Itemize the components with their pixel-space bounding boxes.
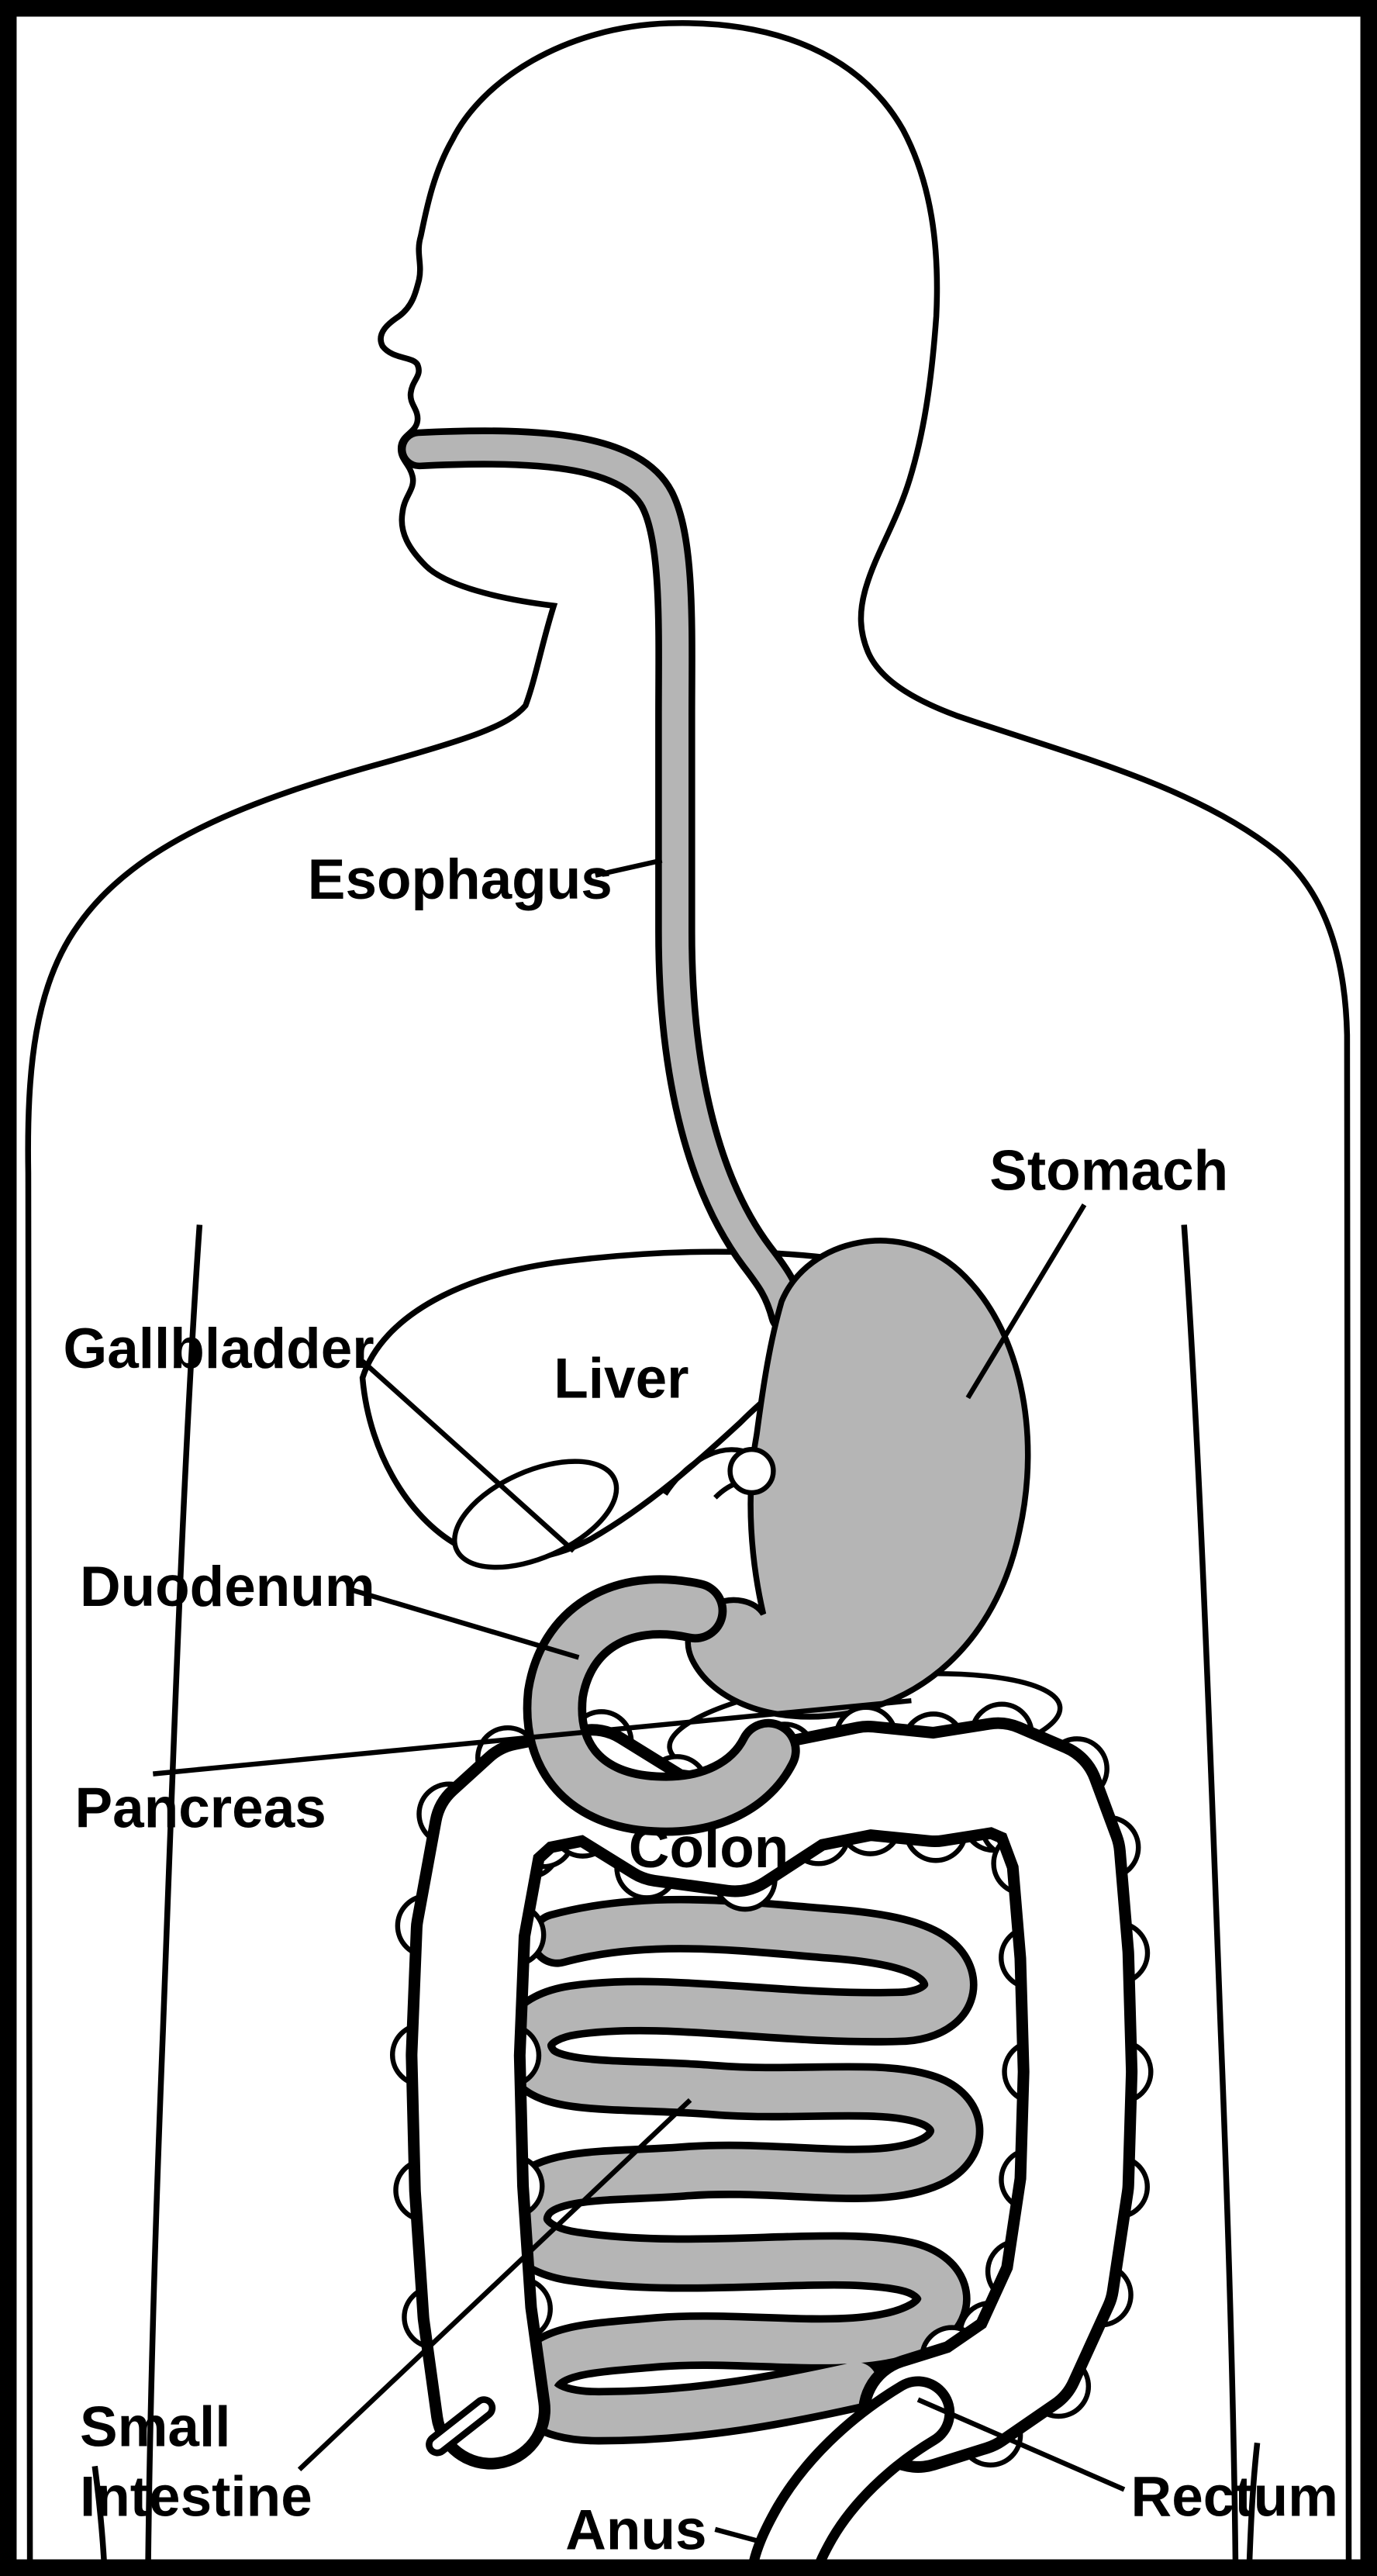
label-esophagus: Esophagus bbox=[308, 848, 613, 911]
label-small-intestine-line1: Small bbox=[80, 2396, 231, 2459]
right-arm-line bbox=[1181, 1224, 1239, 2576]
label-pancreas: Pancreas bbox=[75, 1777, 326, 1839]
label-gallbladder: Gallbladder bbox=[64, 1317, 374, 1380]
leader-line-stomach bbox=[965, 1203, 1087, 1400]
leader-line-small-intestine bbox=[297, 2098, 692, 2471]
colon-fill bbox=[417, 1728, 1127, 2461]
small-intestine-fill bbox=[502, 1903, 976, 2437]
esophagus-tube-fill bbox=[406, 433, 802, 1328]
label-rectum: Rectum bbox=[1131, 2466, 1338, 2529]
label-stomach: Stomach bbox=[989, 1139, 1228, 1202]
label-small-intestine-line2: Intestine bbox=[80, 2466, 312, 2529]
leader-line-esophagus bbox=[595, 858, 663, 878]
cystic-duct-loop bbox=[727, 1446, 776, 1496]
leader-line-rectum bbox=[916, 2397, 1126, 2492]
appendix-fill bbox=[432, 2402, 489, 2450]
leader-line-pancreas bbox=[153, 1698, 912, 1777]
organ-labels: Esophagus Stomach Gallbladder Liver Duod… bbox=[64, 848, 1338, 2562]
leader-line-anus bbox=[714, 2526, 759, 2544]
label-anus: Anus bbox=[565, 2499, 706, 2562]
left-arm-line bbox=[145, 1224, 203, 2576]
leader-line-gallbladder bbox=[361, 1359, 576, 1553]
leader-lines bbox=[153, 858, 1126, 2544]
rectum-fill bbox=[756, 2386, 945, 2576]
label-colon: Colon bbox=[629, 1817, 789, 1880]
label-liver: Liver bbox=[554, 1348, 688, 1411]
label-duodenum: Duodenum bbox=[80, 1556, 375, 1618]
duodenum-fill bbox=[531, 1583, 792, 1828]
leader-line-duodenum bbox=[348, 1587, 580, 1660]
